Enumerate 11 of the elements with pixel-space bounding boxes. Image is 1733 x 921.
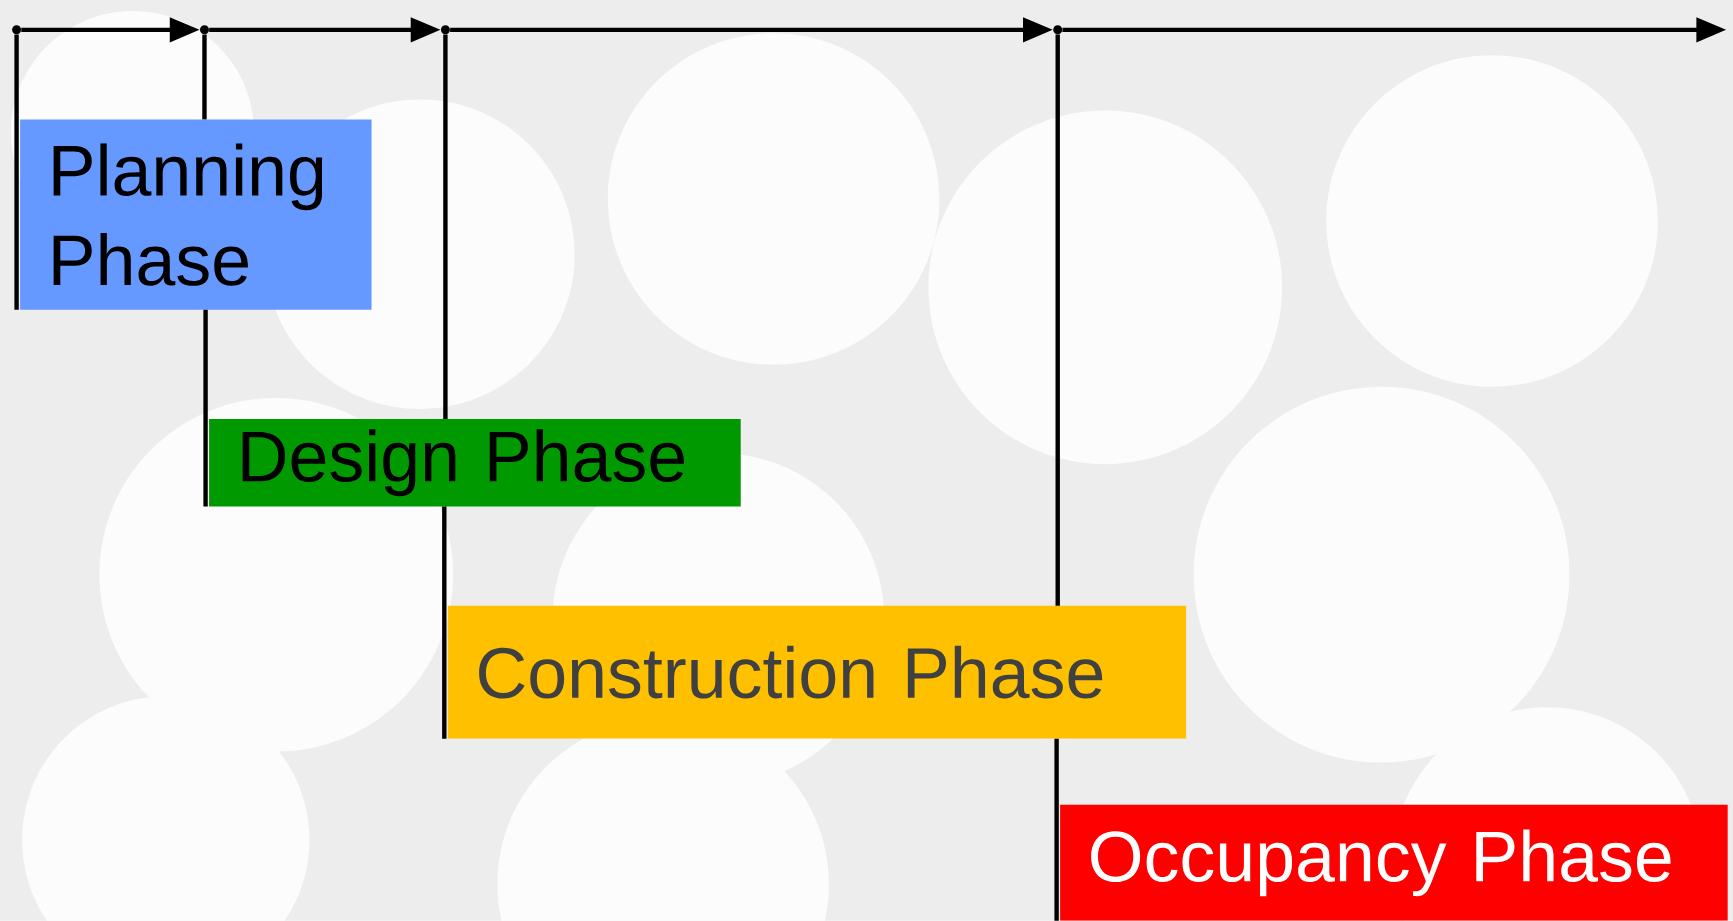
phase-line bbox=[443, 34, 448, 420]
phase-line bbox=[203, 310, 208, 507]
phase-box: Occupancy Phase bbox=[1060, 804, 1728, 921]
phase-line bbox=[1054, 738, 1059, 921]
phase-line bbox=[202, 34, 207, 120]
phase-box: Construction Phase bbox=[447, 606, 1187, 739]
phase-line bbox=[442, 506, 447, 739]
phase-line bbox=[1055, 34, 1060, 606]
phase-box: Planning Phase bbox=[20, 119, 372, 310]
phase-box: Design Phase bbox=[209, 419, 741, 507]
phase-line bbox=[14, 34, 19, 311]
